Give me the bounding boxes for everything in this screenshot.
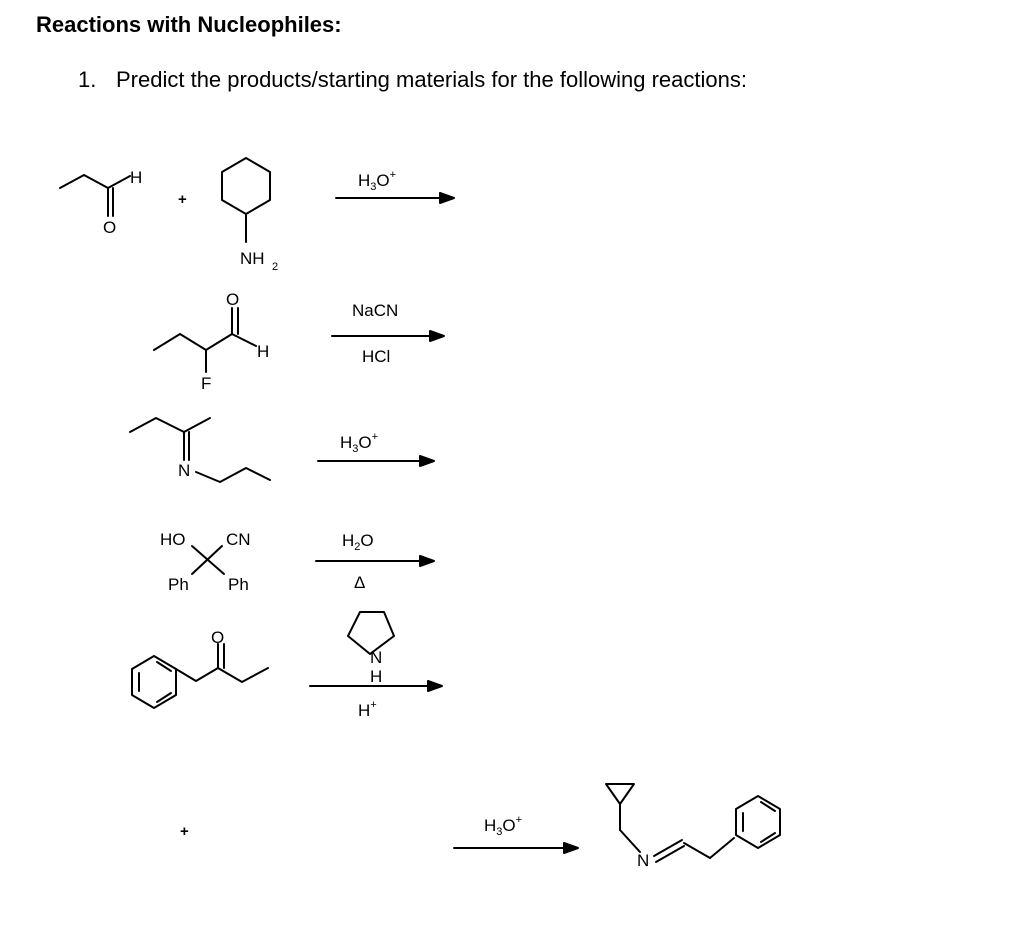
reaction-2: O H F NaCN HCl (153, 290, 445, 393)
propiophenone-structure: O (131, 628, 269, 709)
question-number: 1. (78, 67, 97, 92)
atom-label-H: H (257, 342, 269, 361)
reagent-hcl: HCl (362, 347, 390, 366)
atom-label-H: H (130, 168, 142, 187)
reagent-h-plus: H+ (358, 699, 377, 720)
reaction-arrow (317, 455, 435, 467)
cyclohexylamine-structure: NH 2 (221, 157, 278, 273)
atom-label-O: O (211, 628, 224, 647)
atom-label-CN: CN (226, 530, 251, 549)
reaction-5: O N H H+ (131, 611, 443, 720)
atom-label-Ph: Ph (228, 575, 249, 594)
fluoro-aldehyde-structure: O H F (153, 290, 269, 393)
reaction-arrow (309, 680, 443, 692)
reaction-arrow (335, 192, 455, 204)
atom-label-O: O (103, 218, 116, 237)
butanal-structure: O H (59, 168, 142, 237)
reaction-1: O H + NH 2 H3O+ (59, 157, 455, 273)
subscript-2: 2 (272, 261, 278, 273)
reagent-h3o-plus: H3O+ (340, 431, 378, 455)
imine-structure: N (129, 417, 271, 483)
atom-label-H: H (370, 667, 382, 686)
cyanohydrin-structure: HO CN Ph Ph (160, 530, 251, 594)
question-1: 1. Predict the products/starting material… (78, 67, 747, 93)
reagent-h3o-plus: H3O+ (484, 814, 522, 838)
atom-label-F: F (201, 374, 211, 393)
atom-label-Ph: Ph (168, 575, 189, 594)
plus-sign: + (178, 191, 187, 208)
reagent-h2o: H2O (342, 531, 374, 553)
question-text: Predict the products/starting materials … (116, 67, 747, 92)
reaction-6: + H3O+ N (180, 783, 781, 870)
reaction-arrow (331, 330, 445, 342)
reaction-4: HO CN Ph Ph H2O Δ (160, 530, 435, 594)
cyclopropyl-imine-product-structure: N (605, 783, 781, 870)
atom-label-NH: NH (240, 249, 265, 268)
reagent-heat: Δ (354, 573, 365, 592)
atom-label-N: N (370, 648, 382, 667)
reaction-arrow (315, 555, 435, 567)
reagent-nacn: NaCN (352, 301, 398, 320)
atom-label-O: O (226, 290, 239, 309)
reagent-h3o-plus: H3O+ (358, 169, 396, 193)
reaction-arrow (453, 842, 579, 854)
pyrrolidine-structure: N H (347, 611, 395, 686)
reaction-3: N H3O+ (129, 417, 435, 483)
plus-sign: + (180, 823, 189, 840)
page-title: Reactions with Nucleophiles: (36, 12, 342, 37)
atom-label-N: N (637, 851, 649, 870)
atom-label-N: N (178, 461, 190, 480)
atom-label-HO: HO (160, 530, 186, 549)
